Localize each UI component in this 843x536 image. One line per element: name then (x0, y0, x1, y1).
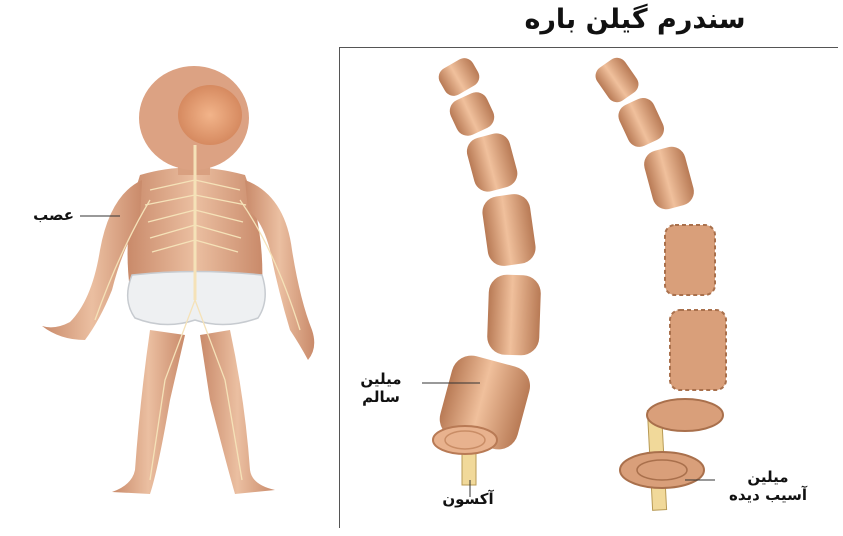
label-damaged-myelin-line1: میلین (718, 468, 818, 486)
label-nerve: عصب (14, 206, 74, 224)
label-damaged-myelin-line2: آسیب دیده (718, 486, 818, 504)
damaged-nerve (592, 54, 726, 510)
healthy-nerve (433, 55, 541, 485)
label-healthy-myelin-line1: میلین (345, 370, 417, 388)
child-figure (42, 66, 314, 494)
label-damaged-myelin: میلین آسیب دیده (718, 468, 818, 504)
label-axon: آکسون (428, 490, 508, 508)
label-healthy-myelin: میلین سالم (345, 370, 417, 406)
label-healthy-myelin-line2: سالم (345, 388, 417, 406)
